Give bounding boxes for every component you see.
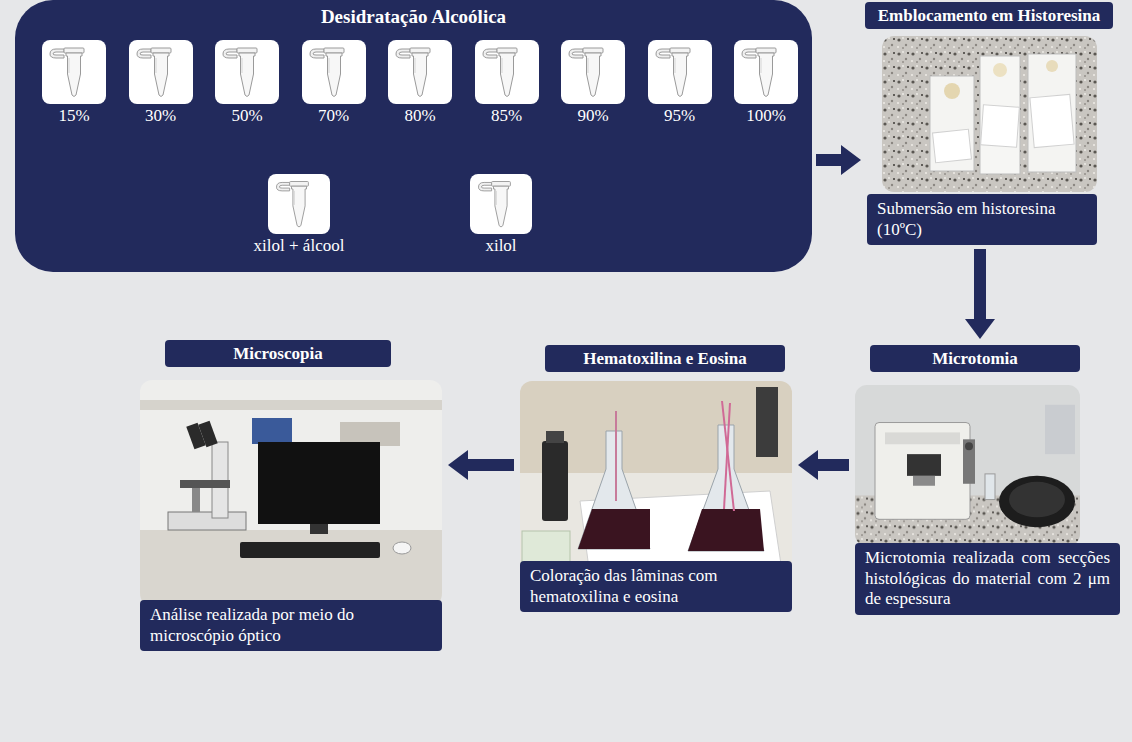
tube-label: 100%: [746, 106, 786, 126]
tube-box: 15%: [42, 40, 106, 104]
tube-icon: [137, 48, 171, 97]
tube-label: 30%: [145, 106, 176, 126]
tube-icon: [479, 182, 511, 227]
flow-arrow: [816, 145, 861, 175]
step-caption: Coloração das lâminas com hematoxilina e…: [520, 561, 792, 612]
tube-box: 100%: [734, 40, 798, 104]
tube-icon: [648, 40, 712, 104]
tube-label: 50%: [231, 106, 262, 126]
step-heading: Microtomia: [870, 345, 1080, 372]
tube-box: 50%: [215, 40, 279, 104]
flow-arrow: [798, 450, 849, 480]
tube-icon: [742, 48, 776, 97]
tube-box: 90%: [561, 40, 625, 104]
process-step: MicrotomiaMicrotomia realizada com secçõ…: [853, 343, 1123, 615]
tube-label: 70%: [318, 106, 349, 126]
step-photo: [520, 381, 792, 576]
tube-icon: [561, 40, 625, 104]
step-photo: [140, 380, 442, 605]
tube-box: xilol: [470, 174, 532, 234]
step-photo: [882, 36, 1097, 192]
tube-icon: [396, 48, 430, 97]
tube-icon: [277, 182, 309, 227]
step-heading: Emblocamento em Historesina: [865, 2, 1113, 29]
tube-icon: [302, 40, 366, 104]
step-caption: Microtomia realizada com secções histoló…: [855, 543, 1120, 615]
tube-box: 85%: [475, 40, 539, 104]
tube-icon: [470, 174, 532, 234]
step-photo: [855, 385, 1080, 545]
tube-label: 85%: [491, 106, 522, 126]
tube-box: xilol + álcool: [268, 174, 330, 234]
tube-icon: [268, 174, 330, 234]
tube-icon: [310, 48, 344, 97]
tube-icon: [388, 40, 452, 104]
tube-label: 90%: [577, 106, 608, 126]
tube-label: xilol + álcool: [254, 236, 345, 256]
process-step: Hematoxilina e EosinaColoração das lâmin…: [518, 343, 794, 612]
tube-box: 95%: [648, 40, 712, 104]
flow-arrow: [448, 450, 514, 480]
tube-label: 95%: [664, 106, 695, 126]
tube-icon: [50, 48, 84, 97]
tube-box: 70%: [302, 40, 366, 104]
tube-icon: [215, 40, 279, 104]
flow-arrow: [965, 249, 995, 339]
tube-icon: [483, 48, 517, 97]
tube-label: 15%: [58, 106, 89, 126]
tube-icon: [569, 48, 603, 97]
process-panel: Desidratação Alcoólica 15% 30% 50% 70% 80% 85%…: [15, 0, 812, 272]
step-photo: [855, 385, 1080, 545]
tube-icon: [223, 48, 257, 97]
step-photo: [882, 36, 1097, 192]
tube-icon: [656, 48, 690, 97]
step-caption: Análise realizada por meio do microscópi…: [140, 600, 442, 651]
panel-title: Desidratação Alcoólica: [15, 6, 812, 29]
step-photo: [140, 380, 442, 605]
tube-icon: [42, 40, 106, 104]
step-heading: Hematoxilina e Eosina: [545, 345, 785, 372]
step-heading: Microscopia: [165, 340, 391, 367]
tube-box: 80%: [388, 40, 452, 104]
process-step: MicroscopiaAnálise realizada por meio do…: [138, 338, 444, 651]
tube-icon: [475, 40, 539, 104]
tube-box: 30%: [129, 40, 193, 104]
tube-label: 80%: [404, 106, 435, 126]
process-step: Emblocamento em HistoresinaSubmersão em …: [865, 0, 1127, 245]
tube-icon: [734, 40, 798, 104]
step-caption: Submersão em historesina (10ºC): [867, 194, 1097, 245]
tube-label: xilol: [485, 236, 516, 256]
tube-icon: [129, 40, 193, 104]
step-photo: [520, 381, 792, 576]
